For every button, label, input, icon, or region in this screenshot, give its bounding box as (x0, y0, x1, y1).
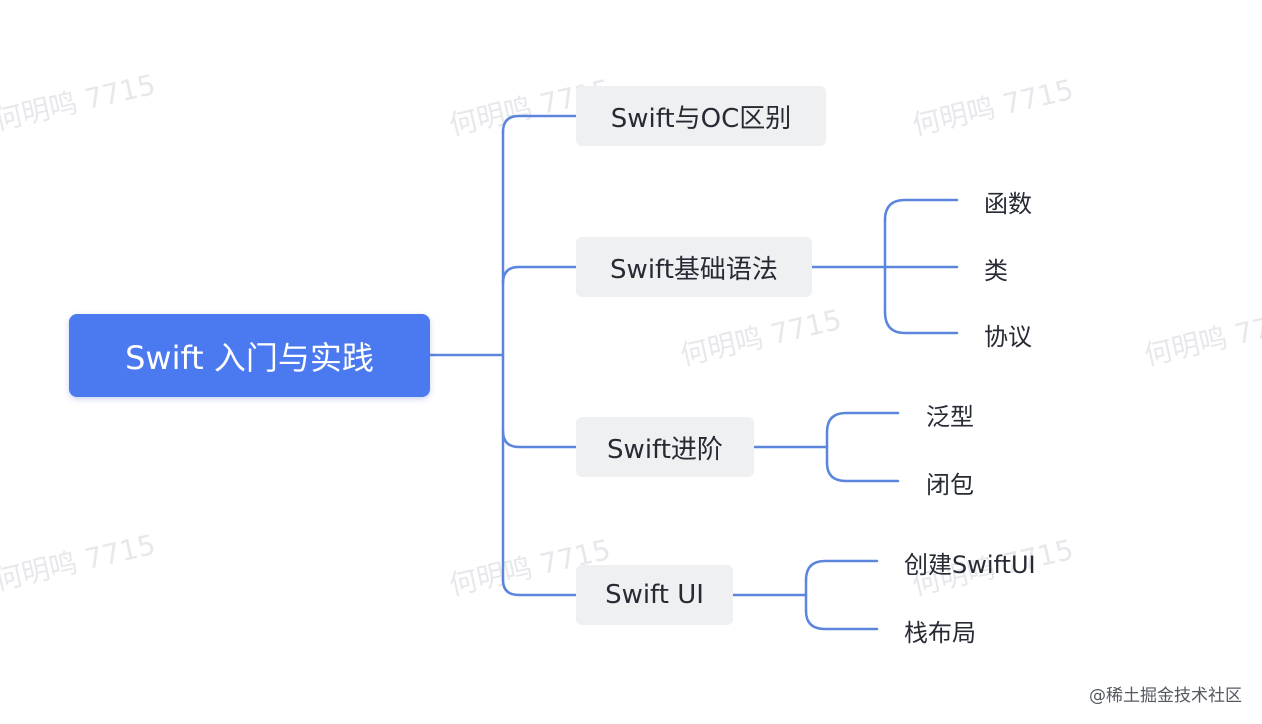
topic-label: Swift进阶 (607, 434, 723, 465)
topic-node-swift-basics[interactable]: Swift基础语法 (576, 237, 812, 297)
connector-child (825, 411, 900, 434)
leaf-node-closures[interactable]: 闭包 (926, 471, 974, 499)
leaf-node-classes[interactable]: 类 (984, 257, 1008, 285)
root-node-label: Swift 入门与实践 (125, 338, 374, 377)
connector-topic-4 (501, 578, 578, 597)
connector-trunk (501, 114, 578, 134)
connector-child (825, 461, 900, 483)
leaf-node-generics[interactable]: 泛型 (926, 403, 974, 431)
connector-child (883, 310, 959, 335)
topic-node-swift-vs-oc[interactable]: Swift与OC区别 (576, 86, 826, 146)
connector-child (883, 198, 959, 222)
root-node[interactable]: Swift 入门与实践 (69, 314, 430, 397)
leaf-node-stack-layout[interactable]: 栈布局 (904, 619, 976, 647)
topic-label: Swift UI (605, 580, 704, 610)
connector-topic-3 (501, 429, 578, 449)
connector-topic-2 (501, 265, 578, 285)
topic-label: Swift与OC区别 (610, 103, 792, 134)
leaf-node-functions[interactable]: 函数 (984, 190, 1032, 218)
source-credit: @稀土掘金技术社区 (1089, 686, 1242, 706)
connector-child (804, 609, 879, 631)
leaf-node-protocols[interactable]: 协议 (984, 323, 1032, 351)
topic-node-swift-advanced[interactable]: Swift进阶 (576, 417, 754, 477)
topic-node-swift-ui[interactable]: Swift UI (576, 565, 733, 625)
leaf-node-create-swiftui[interactable]: 创建SwiftUI (904, 551, 1036, 579)
topic-label: Swift基础语法 (610, 254, 778, 285)
connector-child (804, 559, 879, 582)
